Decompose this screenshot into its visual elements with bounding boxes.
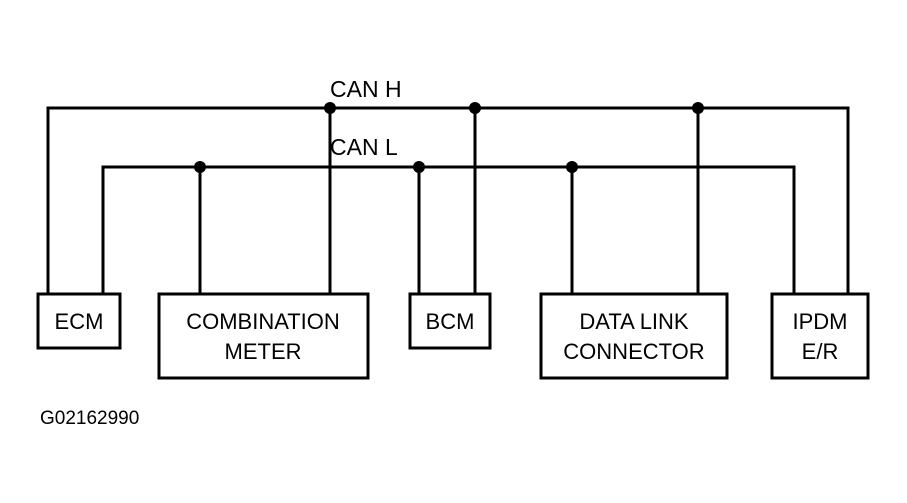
junction-dot-drop-bcm-canl <box>413 161 425 173</box>
node-box-bcm[interactable] <box>408 292 492 350</box>
node-ecm[interactable]: ECM <box>36 292 122 350</box>
figure-caption: G02162990 <box>40 408 139 429</box>
node-label-data-link-connector: CONNECTOR <box>563 339 704 364</box>
junction-dot-drop-meter-canl <box>194 161 206 173</box>
node-label-data-link-connector: DATA LINK <box>579 309 689 334</box>
junction-dot-drop-bcm-canh <box>469 102 481 114</box>
node-label-combination-meter: METER <box>225 339 302 364</box>
junction-dot-drop-meter-canh <box>324 102 336 114</box>
node-combination-meter[interactable]: COMBINATION METER <box>157 292 370 380</box>
node-boxes: ECM COMBINATION METER BCM DATA LINK CONNECTOR… <box>36 292 870 380</box>
node-ipdm-er[interactable]: IPDM E/R <box>770 292 870 380</box>
node-box-combination-meter[interactable] <box>157 292 370 380</box>
can-h-label: CAN H <box>330 76 402 102</box>
node-label-ipdm-er: IPDM <box>793 309 848 334</box>
can-l-label: CAN L <box>330 134 398 160</box>
bus-lines <box>46 106 850 169</box>
node-bcm[interactable]: BCM <box>408 292 492 350</box>
node-box-ipdm-er[interactable] <box>770 292 870 380</box>
node-box-ecm[interactable] <box>36 292 122 350</box>
junction-dots <box>194 102 704 173</box>
node-box-data-link-connector[interactable] <box>539 292 729 380</box>
node-data-link-connector[interactable]: DATA LINK CONNECTOR <box>539 292 729 380</box>
node-label-combination-meter: COMBINATION <box>186 309 340 334</box>
node-label-bcm: BCM <box>426 309 475 334</box>
node-label-ipdm-er: E/R <box>802 339 839 364</box>
drop-lines <box>46 106 850 296</box>
junction-dot-drop-dlc-canl <box>566 161 578 173</box>
node-label-ecm: ECM <box>55 309 104 334</box>
junction-dot-drop-dlc-canh <box>692 102 704 114</box>
